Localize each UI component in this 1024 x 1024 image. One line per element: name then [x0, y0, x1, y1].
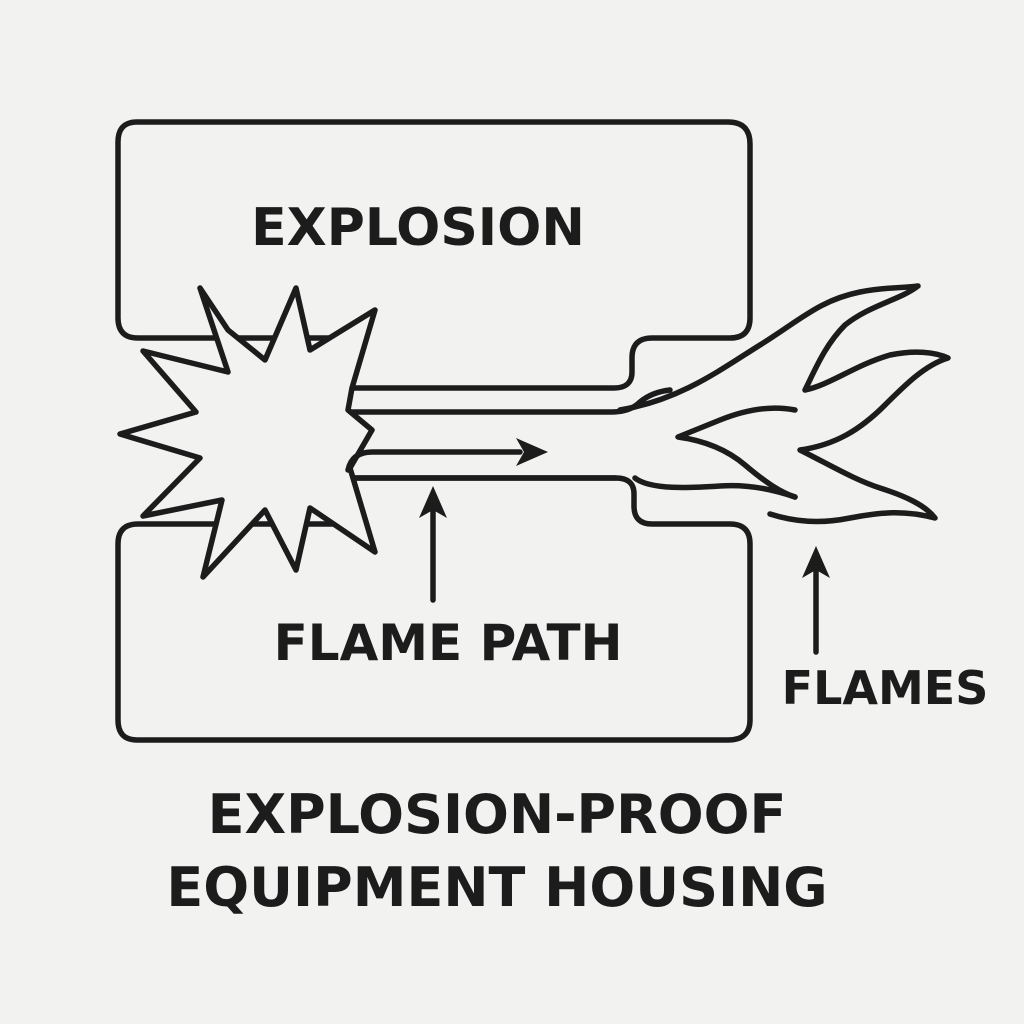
flame-tongue-inner	[675, 405, 798, 500]
flame-direction-arrow-shaft	[345, 449, 523, 473]
explosion-burst	[117, 285, 378, 580]
flame-path-label: FLAME PATH	[274, 614, 623, 672]
explosion-label: EXPLOSION	[251, 198, 585, 258]
caption-line-1: EXPLOSION-PROOF	[208, 783, 787, 846]
flame-direction-arrow-head	[516, 438, 548, 466]
flames-pointer-arrow	[802, 546, 830, 655]
flame-path-channel-top	[347, 387, 673, 415]
flame-path-pointer-arrow	[419, 486, 447, 603]
housing-upper-block	[115, 119, 753, 391]
flames-graphic	[617, 283, 951, 525]
flames-pointer-head	[802, 546, 830, 578]
flame-path-pointer-head	[419, 486, 447, 518]
flames-label: FLAMES	[782, 661, 989, 715]
flame-direction-arrow	[345, 438, 548, 473]
flame-tail-lower	[632, 475, 798, 500]
caption-line-2: EQUIPMENT HOUSING	[166, 856, 827, 919]
explosion-burst-fill	[120, 288, 375, 577]
housing-lower-block	[115, 475, 753, 743]
flame-plume	[617, 283, 951, 525]
